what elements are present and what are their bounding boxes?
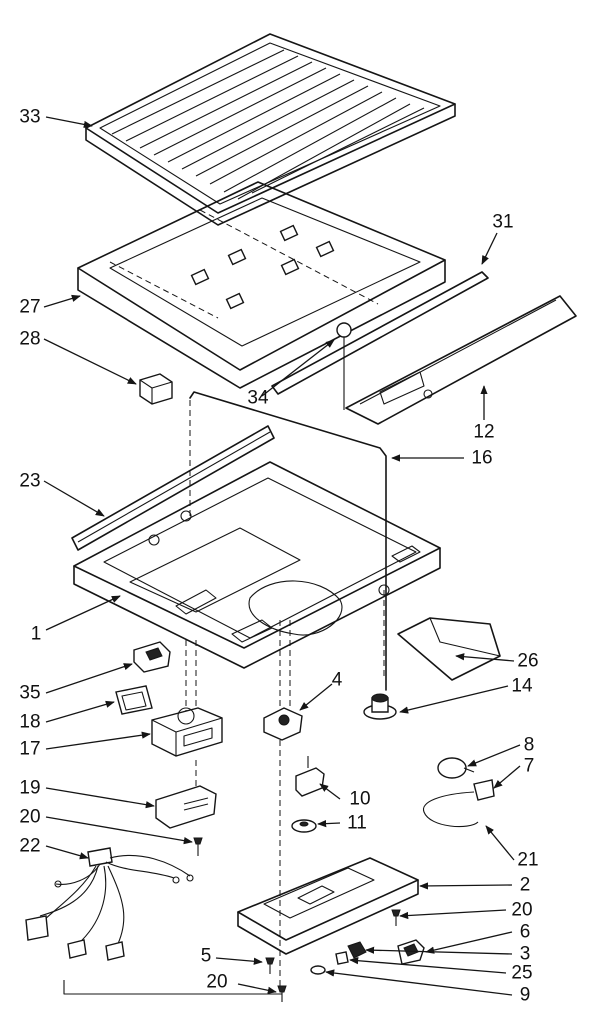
part-3 bbox=[347, 941, 367, 959]
assembly-guides bbox=[185, 590, 385, 990]
part-11 bbox=[291, 819, 317, 833]
callout-7: 7 bbox=[523, 755, 535, 777]
foam-block bbox=[139, 373, 173, 405]
callout-26: 26 bbox=[517, 650, 539, 672]
callout-14: 14 bbox=[511, 675, 533, 697]
screw-20a bbox=[193, 837, 203, 856]
callout-31: 31 bbox=[492, 211, 514, 233]
callout-11: 11 bbox=[347, 812, 367, 834]
callout-20-upper: 20 bbox=[19, 806, 41, 828]
part-35 bbox=[133, 641, 171, 673]
callout-1: 1 bbox=[30, 623, 42, 645]
pin-34 bbox=[336, 322, 352, 410]
callout-18: 18 bbox=[19, 711, 41, 733]
rail-12 bbox=[345, 295, 577, 425]
part-17 bbox=[151, 707, 223, 757]
wire-rod bbox=[189, 391, 387, 691]
callout-22: 22 bbox=[19, 835, 41, 857]
part-4 bbox=[263, 707, 303, 741]
wiring-harness bbox=[25, 847, 282, 995]
callout-9: 9 bbox=[519, 984, 531, 1006]
cover-frame bbox=[77, 181, 446, 389]
light-socket bbox=[473, 779, 495, 801]
callout-20-right: 20 bbox=[511, 899, 533, 921]
cord-21 bbox=[422, 791, 479, 828]
callout-3: 3 bbox=[519, 943, 531, 965]
screw-20b bbox=[391, 909, 401, 926]
callout-23: 23 bbox=[19, 470, 41, 492]
callout-27: 27 bbox=[19, 296, 41, 318]
part-18 bbox=[115, 685, 153, 715]
callout-20-lower: 20 bbox=[206, 971, 228, 993]
callout-33: 33 bbox=[19, 106, 41, 128]
foam-pad bbox=[397, 617, 501, 681]
part-9 bbox=[310, 965, 326, 975]
callout-5: 5 bbox=[200, 945, 212, 967]
callout-6: 6 bbox=[519, 921, 531, 943]
callout-12: 12 bbox=[473, 421, 495, 443]
callout-16: 16 bbox=[471, 447, 493, 469]
callout-35: 35 bbox=[19, 682, 41, 704]
strip-31 bbox=[271, 271, 489, 395]
leader-lines bbox=[43, 116, 521, 996]
part-25 bbox=[335, 951, 349, 965]
part-6 bbox=[397, 939, 425, 965]
callout-25: 25 bbox=[511, 962, 533, 984]
callout-21: 21 bbox=[517, 849, 539, 871]
part-19 bbox=[155, 760, 217, 829]
callout-4: 4 bbox=[331, 669, 343, 691]
strip-23 bbox=[71, 425, 275, 551]
light-bulb bbox=[437, 757, 475, 779]
callout-2: 2 bbox=[519, 874, 531, 896]
callout-17: 17 bbox=[19, 738, 41, 760]
part-14 bbox=[363, 693, 397, 720]
grille-shelf bbox=[85, 33, 456, 226]
evaporator-housing bbox=[73, 461, 441, 669]
bottom-tray bbox=[237, 857, 419, 955]
screw-5 bbox=[265, 957, 275, 974]
callout-28: 28 bbox=[19, 328, 41, 350]
callout-19: 19 bbox=[19, 777, 41, 799]
callout-34: 34 bbox=[247, 387, 269, 409]
callout-10: 10 bbox=[349, 788, 371, 810]
callout-8: 8 bbox=[523, 734, 535, 756]
part-10 bbox=[295, 756, 325, 797]
